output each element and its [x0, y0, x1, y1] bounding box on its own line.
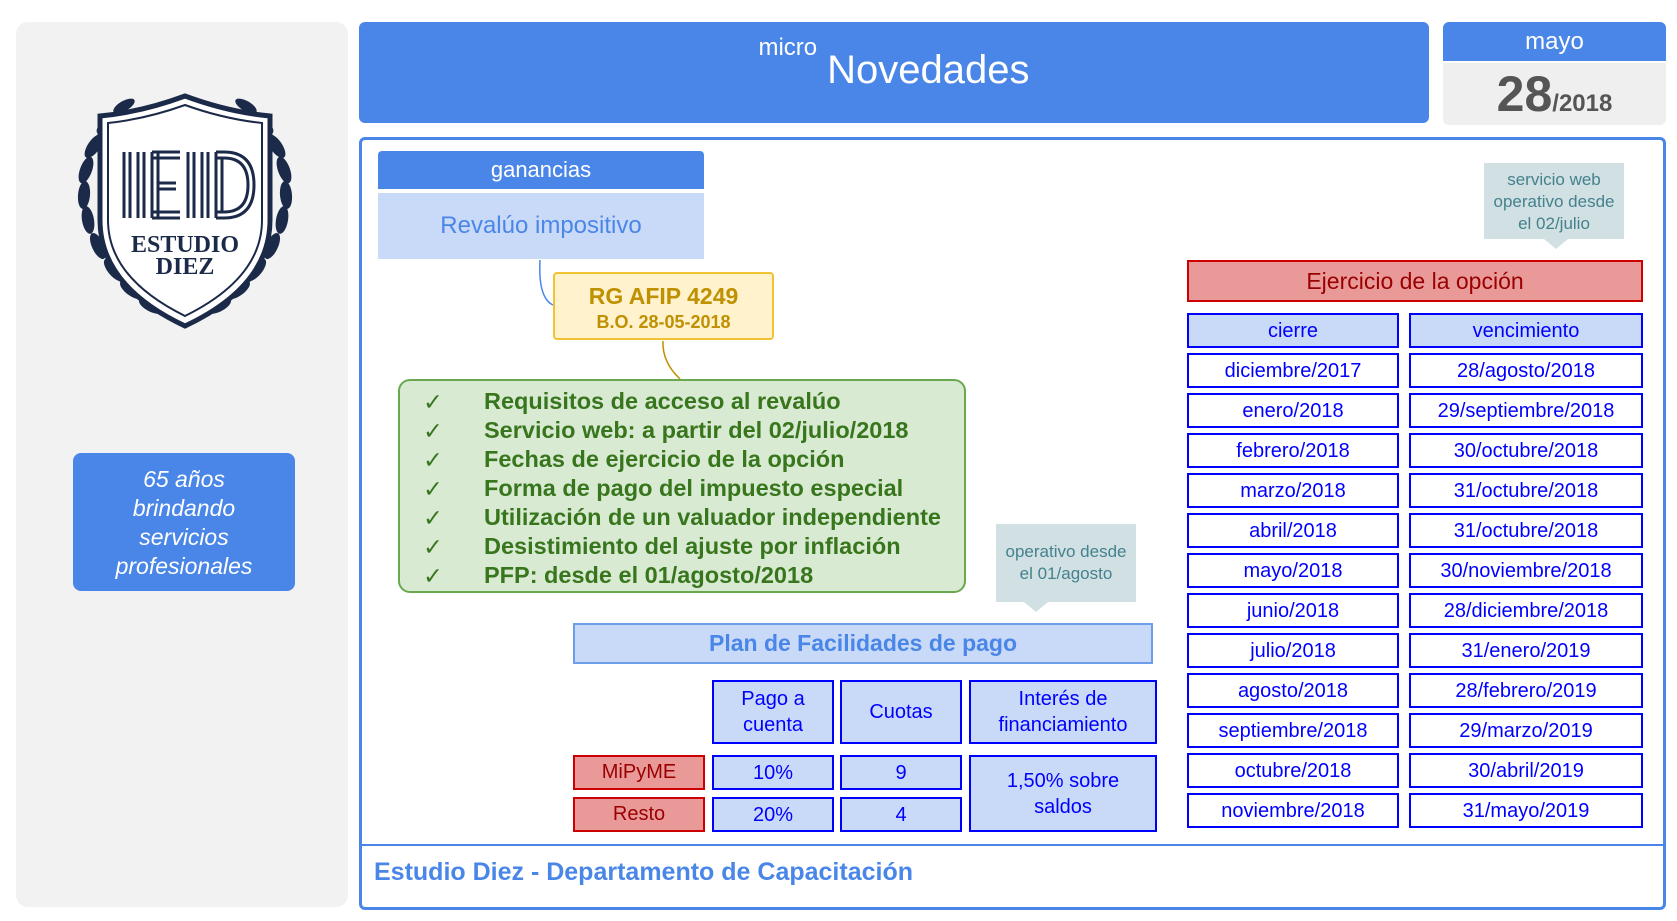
exercise-cell-cierre: enero/2018	[1187, 393, 1399, 428]
exercise-cell-vencimiento: 31/octubre/2018	[1409, 473, 1643, 508]
exercise-cell-vencimiento: 30/noviembre/2018	[1409, 553, 1643, 588]
tagline-box: 65 años brindando servicios profesionale…	[73, 453, 295, 591]
exercise-cell-vencimiento: 30/abril/2019	[1409, 753, 1643, 788]
check-icon: ✓	[423, 475, 443, 502]
date-year: /2018	[1552, 90, 1613, 117]
plan-cell-cuotas: 4	[840, 797, 962, 832]
plan-header-cuotas: Cuotas	[840, 680, 962, 744]
exercise-cell-cierre: abril/2018	[1187, 513, 1399, 548]
header-prefix: micro	[758, 34, 818, 61]
exercise-cell-cierre: junio/2018	[1187, 593, 1399, 628]
exercise-cell-cierre: marzo/2018	[1187, 473, 1399, 508]
page-title: Novedades	[827, 48, 1030, 92]
note-line: el 01/agosto	[1019, 564, 1113, 583]
exercise-cell-vencimiento: 29/marzo/2019	[1409, 713, 1643, 748]
check-icon: ✓	[423, 417, 443, 444]
exercise-cell-vencimiento: 31/octubre/2018	[1409, 513, 1643, 548]
exercise-cell-vencimiento: 28/febrero/2019	[1409, 673, 1643, 708]
tagline-line: brindando	[132, 495, 236, 521]
checklist-item: ✓ PFP: desde el 01/agosto/2018	[400, 561, 964, 590]
note-line: operativo desde	[1493, 192, 1615, 211]
resolution-box: RG AFIP 4249 B.O. 28-05-2018	[553, 272, 774, 340]
web-service-note: servicio web operativo desde el 02/julio	[1484, 163, 1624, 239]
check-icon: ✓	[423, 562, 443, 589]
exercise-cell-cierre: julio/2018	[1187, 633, 1399, 668]
estudio-diez-logo: ESTUDIO DIEZ	[77, 93, 293, 329]
exercise-cell-cierre: agosto/2018	[1187, 673, 1399, 708]
tagline-line: 65 años	[143, 466, 225, 492]
checklist-item: ✓ Servicio web: a partir del 02/julio/201…	[400, 416, 964, 445]
topic-title: Revalúo impositivo	[378, 193, 704, 259]
exercise-cell-vencimiento: 30/octubre/2018	[1409, 433, 1643, 468]
exercise-cell-vencimiento: 29/septiembre/2018	[1409, 393, 1643, 428]
check-icon: ✓	[423, 388, 443, 415]
plan-cell-pago: 20%	[712, 797, 834, 832]
note-pointer	[1024, 602, 1048, 612]
checklist-item: ✓ Forma de pago del impuesto especial	[400, 474, 964, 503]
exercise-title: Ejercicio de la opción	[1187, 260, 1643, 302]
exercise-cell-cierre: noviembre/2018	[1187, 793, 1399, 828]
plan-title: Plan de Facilidades de pago	[573, 623, 1153, 664]
note-line: operativo desde	[1005, 542, 1127, 561]
plan-header-interes: Interés de financiamiento	[969, 680, 1157, 744]
exercise-cell-cierre: septiembre/2018	[1187, 713, 1399, 748]
tagline-line: profesionales	[115, 553, 253, 579]
check-icon: ✓	[423, 446, 443, 473]
logo-text-line1: ESTUDIO	[131, 232, 239, 258]
category-label: ganancias	[378, 151, 704, 189]
plan-cell-cuotas: 9	[840, 755, 962, 790]
checklist-item-text: Fechas de ejercicio de la opción	[484, 446, 845, 472]
checklist-item: ✓ Desistimiento del ajuste por inflación	[400, 532, 964, 561]
resolution-bulletin: B.O. 28-05-2018	[596, 312, 731, 332]
exercise-cell-cierre: mayo/2018	[1187, 553, 1399, 588]
checklist-item: ✓ Requisitos de acceso al revalúo	[400, 387, 964, 416]
exercise-cell-cierre: febrero/2018	[1187, 433, 1399, 468]
checklist-item: ✓ Utilización de un valuador independient…	[400, 503, 964, 532]
note-pointer	[1544, 239, 1568, 249]
note-line: el 02/julio	[1518, 214, 1590, 233]
tagline-line: servicios	[139, 524, 229, 550]
header-banner: microNovedades	[359, 22, 1429, 123]
date-box: 28/2018	[1443, 63, 1666, 125]
exercise-header-cierre: cierre	[1187, 313, 1399, 348]
exercise-cell-cierre: diciembre/2017	[1187, 353, 1399, 388]
check-icon: ✓	[423, 533, 443, 560]
plan-row-label: MiPyME	[573, 755, 705, 790]
checklist-item-text: Requisitos de acceso al revalúo	[484, 388, 841, 414]
checklist-item-text: PFP: desde el 01/agosto/2018	[484, 562, 814, 588]
exercise-cell-vencimiento: 28/diciembre/2018	[1409, 593, 1643, 628]
date-month: mayo	[1443, 22, 1666, 61]
exercise-cell-vencimiento: 31/enero/2019	[1409, 633, 1643, 668]
plan-cell-interes: 1,50% sobre saldos	[969, 755, 1157, 832]
pfp-note: operativo desde el 01/agosto	[996, 524, 1136, 602]
logo-text-line2: DIEZ	[156, 254, 215, 280]
plan-cell-pago: 10%	[712, 755, 834, 790]
checklist-box: ✓ Requisitos de acceso al revalúo ✓ Servic…	[398, 379, 966, 593]
plan-row-label: Resto	[573, 797, 705, 832]
footer-text: Estudio Diez - Departamento de Capacitac…	[374, 858, 913, 886]
checklist-item-text: Desistimiento del ajuste por inflación	[484, 533, 901, 559]
exercise-cell-vencimiento: 31/mayo/2019	[1409, 793, 1643, 828]
checklist-item-text: Utilización de un valuador independiente	[484, 504, 941, 530]
date-day: 28	[1496, 66, 1553, 122]
note-line: servicio web	[1507, 170, 1601, 189]
footer-divider	[362, 844, 1663, 846]
check-icon: ✓	[423, 504, 443, 531]
exercise-header-vencimiento: vencimiento	[1409, 313, 1643, 348]
exercise-cell-vencimiento: 28/agosto/2018	[1409, 353, 1643, 388]
checklist-item-text: Forma de pago del impuesto especial	[484, 475, 904, 501]
checklist-item: ✓ Fechas de ejercicio de la opción	[400, 445, 964, 474]
exercise-cell-cierre: octubre/2018	[1187, 753, 1399, 788]
resolution-name: RG AFIP 4249	[588, 283, 739, 309]
plan-header-pago: Pago a cuenta	[712, 680, 834, 744]
checklist-item-text: Servicio web: a partir del 02/julio/2018	[484, 417, 909, 443]
